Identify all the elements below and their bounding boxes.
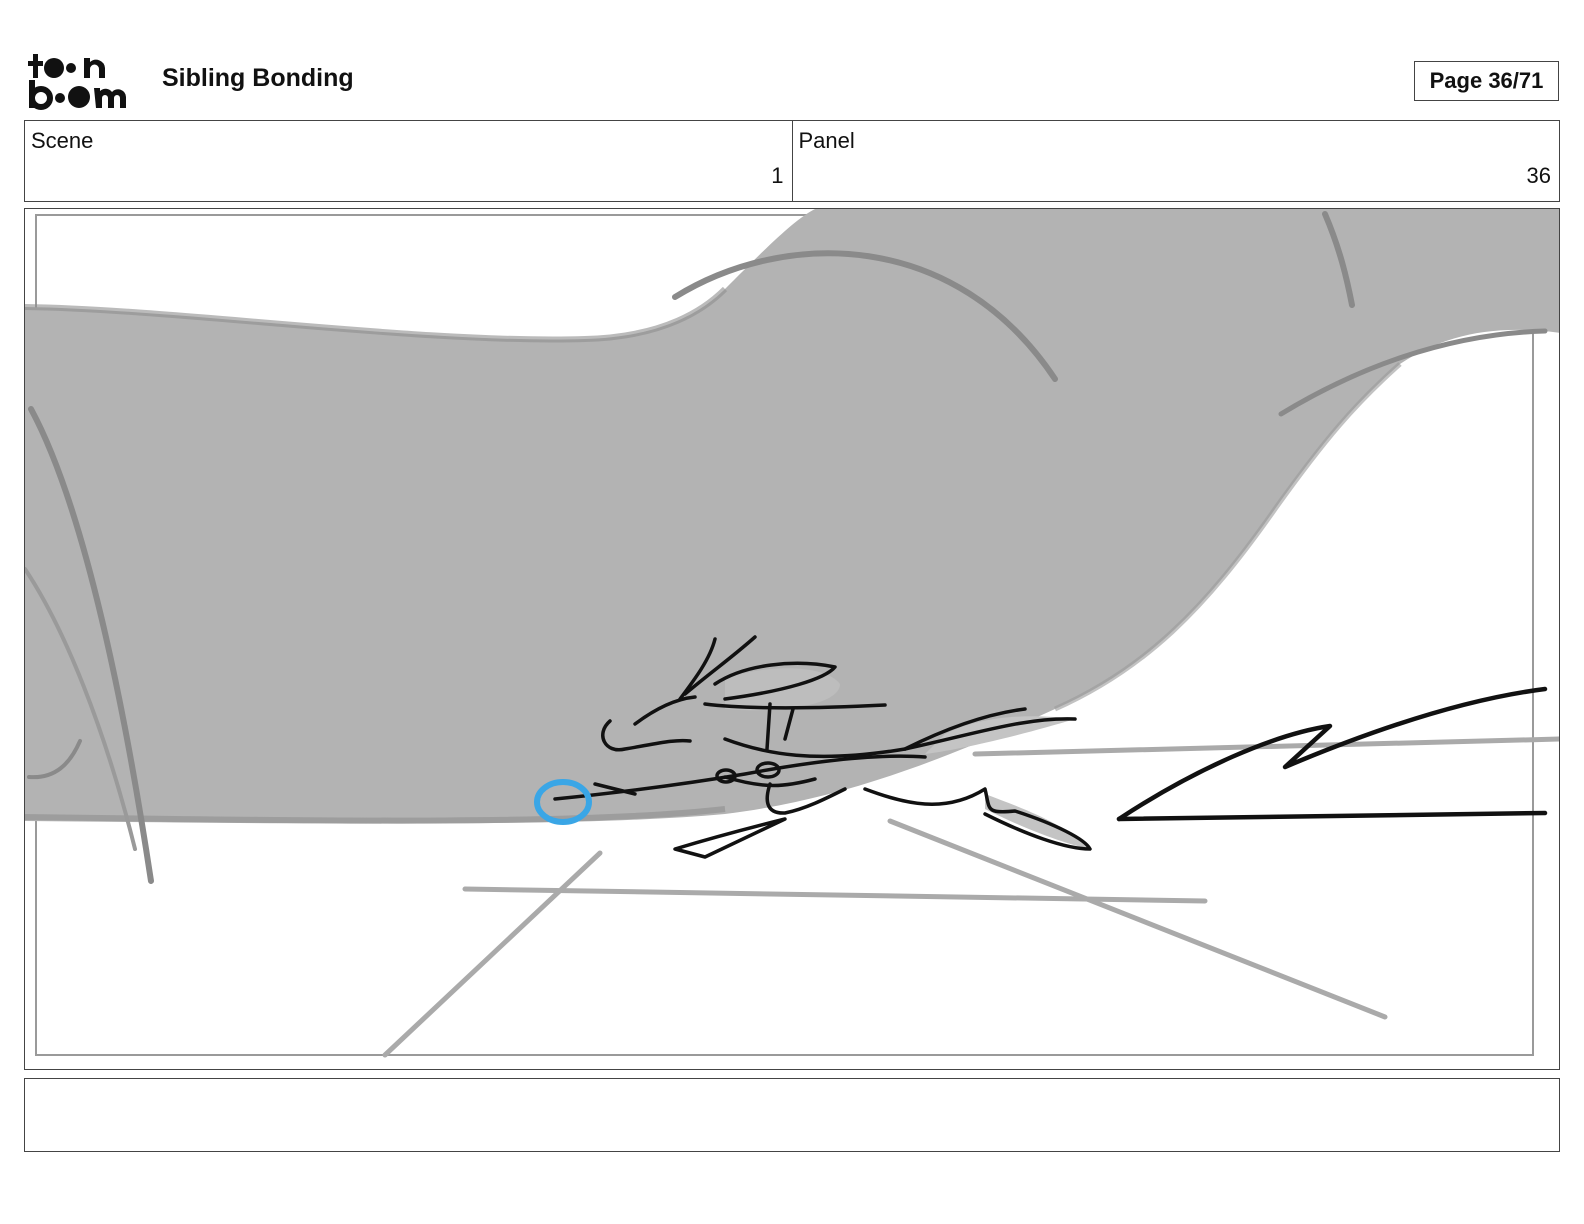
document-title: Sibling Bonding [162,64,354,92]
panel-cell: Panel 36 [791,121,1560,201]
character-sketch [553,635,1092,859]
scene-cell: Scene 1 [25,121,792,201]
toonboom-logo [28,54,126,110]
scene-number: 1 [771,163,784,188]
storyboard-panel [24,208,1560,1070]
blue-highlight-circle [534,779,592,825]
scene-panel-table: Scene 1 Panel 36 [24,120,1560,202]
panel-number: 36 [1526,163,1551,188]
scene-label: Scene [31,128,94,153]
panel-sketch [25,209,1559,1058]
caption-box [24,1078,1560,1152]
page-indicator: Page 36/71 [1414,61,1559,101]
grey-mass [25,209,1559,824]
panel-label: Panel [798,128,855,153]
